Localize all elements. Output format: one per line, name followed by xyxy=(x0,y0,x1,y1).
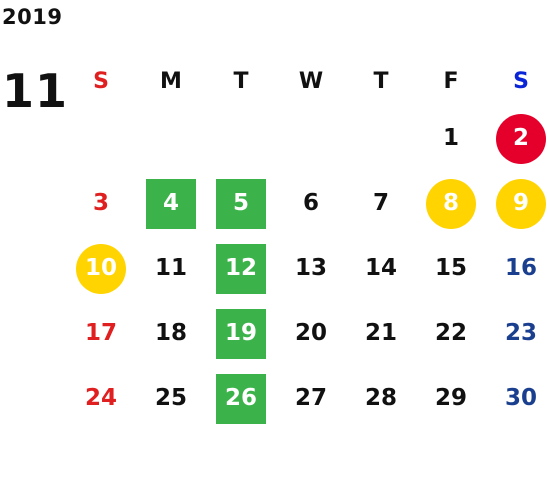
weekday-header: S M T W T F S xyxy=(66,56,548,106)
day-cell: 25 xyxy=(154,385,187,411)
day-cell: 13 xyxy=(294,255,327,281)
day-cell: 15 xyxy=(434,255,467,281)
day-cell xyxy=(146,114,196,164)
day-cell: 20 xyxy=(294,320,327,346)
day-cell-marked-green: 4 xyxy=(146,178,196,229)
week-row: 17 18 19 20 21 22 23 xyxy=(66,301,548,366)
day-cell: 1 xyxy=(442,125,459,151)
day-cell: 24 xyxy=(84,385,117,411)
day-cell: 23 xyxy=(504,320,537,346)
day-cell xyxy=(76,114,126,164)
day-cell: 17 xyxy=(84,320,117,346)
day-cell xyxy=(356,114,406,164)
day-cell: 27 xyxy=(294,385,327,411)
day-cell-marked-green: 26 xyxy=(216,373,266,424)
day-cell: 6 xyxy=(302,190,319,216)
day-cell: 11 xyxy=(154,255,187,281)
day-cell-marked-green: 19 xyxy=(216,308,266,359)
week-row: 24 25 26 27 28 29 30 xyxy=(66,366,548,431)
day-cell-marked-yellow: 9 xyxy=(496,178,546,229)
day-cell: 3 xyxy=(92,190,109,216)
day-cell-marked-yellow: 8 xyxy=(426,178,476,229)
day-cell: 29 xyxy=(434,385,467,411)
day-cell: 18 xyxy=(154,320,187,346)
day-cell: 22 xyxy=(434,320,467,346)
day-cell-marked-yellow: 10 xyxy=(76,243,126,294)
day-cell xyxy=(286,114,336,164)
weekday-saturday: S xyxy=(513,68,529,94)
day-cell-holiday-red: 2 xyxy=(496,113,546,164)
year-label: 2019 xyxy=(2,5,63,29)
day-cell: 21 xyxy=(364,320,397,346)
weekday-wednesday: W xyxy=(298,68,324,94)
weekday-thursday: T xyxy=(373,68,389,94)
weekday-tuesday: T xyxy=(233,68,249,94)
week-row: 10 11 12 13 14 15 16 xyxy=(66,236,548,301)
day-cell: 7 xyxy=(372,190,389,216)
day-cell xyxy=(216,114,266,164)
week-row: 1 2 xyxy=(66,106,548,171)
calendar-grid: S M T W T F S 1 2 3 4 5 6 7 8 9 10 11 12… xyxy=(66,56,548,431)
month-label: 11 xyxy=(2,64,69,118)
weekday-monday: M xyxy=(160,68,182,94)
day-cell-marked-green: 5 xyxy=(216,178,266,229)
day-cell: 30 xyxy=(504,385,537,411)
weekday-sunday: S xyxy=(93,68,109,94)
weekday-friday: F xyxy=(443,68,459,94)
day-cell-marked-green: 12 xyxy=(216,243,266,294)
day-cell: 14 xyxy=(364,255,397,281)
day-cell: 28 xyxy=(364,385,397,411)
day-cell: 16 xyxy=(504,255,537,281)
week-row: 3 4 5 6 7 8 9 xyxy=(66,171,548,236)
